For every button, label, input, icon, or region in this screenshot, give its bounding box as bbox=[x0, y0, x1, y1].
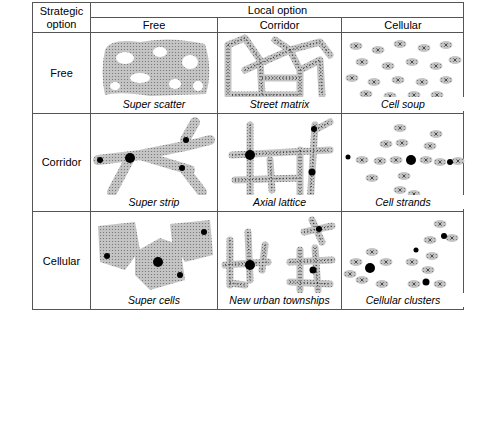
new-urban-townships-figure bbox=[225, 220, 332, 290]
cell-soup-figure bbox=[346, 40, 462, 100]
cell-caption: Cellular clusters bbox=[342, 293, 464, 307]
cell-strands-figure bbox=[346, 124, 465, 198]
super-strip-figure bbox=[97, 122, 210, 192]
street-matrix-figure bbox=[228, 38, 330, 95]
cellular-clusters-figure bbox=[344, 220, 459, 288]
cell-caption: Cell strands bbox=[342, 195, 464, 209]
corner-header: Strategic option bbox=[33, 3, 90, 32]
column-header: Free bbox=[91, 18, 217, 32]
cell-caption: Street matrix bbox=[218, 97, 341, 111]
cell-caption: New urban townships bbox=[218, 293, 341, 307]
super-scatter-figure bbox=[103, 39, 210, 96]
row-header: Corridor bbox=[33, 114, 90, 211]
cell-caption: Axial lattice bbox=[218, 195, 341, 209]
axial-lattice-figure bbox=[232, 122, 330, 205]
row-header: Cellular bbox=[33, 212, 90, 310]
column-header: Cellular bbox=[342, 18, 464, 32]
column-group-header: Local option bbox=[91, 3, 464, 17]
column-header: Corridor bbox=[218, 18, 341, 32]
cell-caption: Super cells bbox=[91, 293, 217, 307]
cell-caption: Cell soup bbox=[342, 97, 464, 111]
table-grid bbox=[32, 2, 464, 310]
row-header: Free bbox=[33, 33, 90, 113]
cell-caption: Super scatter bbox=[91, 97, 217, 111]
cell-caption: Super strip bbox=[91, 195, 217, 209]
super-cells-figure bbox=[98, 220, 213, 290]
